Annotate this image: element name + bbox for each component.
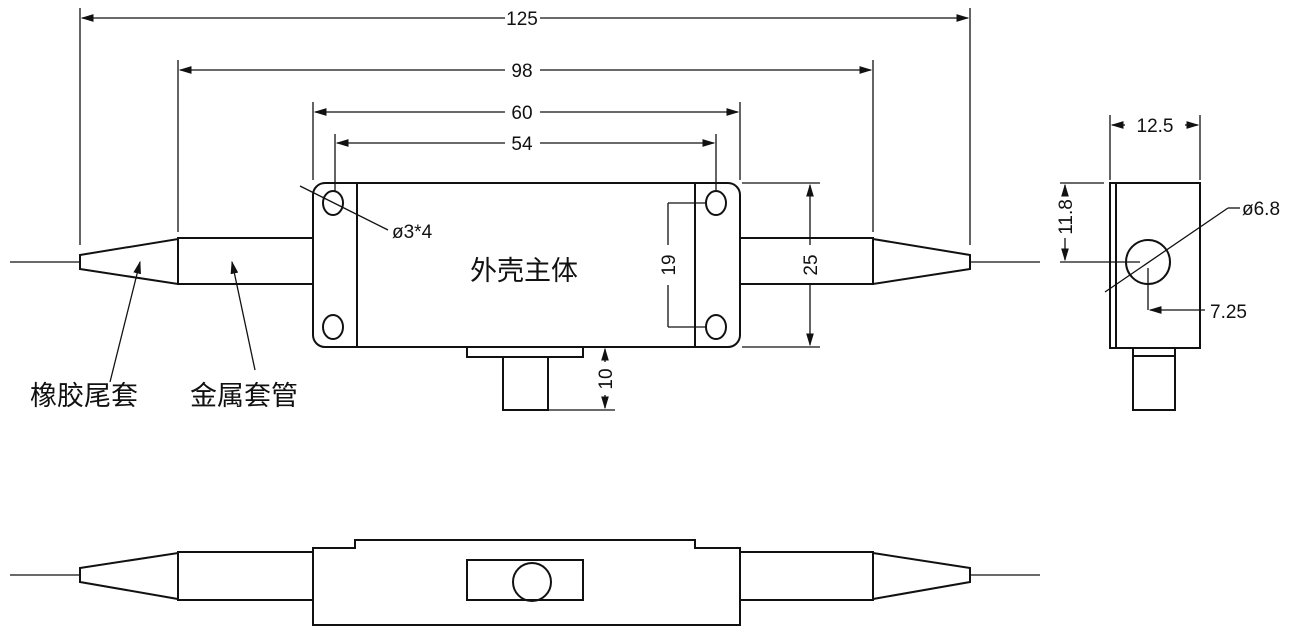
dim-10: 10 <box>596 368 617 389</box>
left-metal-tube <box>177 551 314 601</box>
side-connector <box>1132 347 1176 411</box>
left-rubber-boot <box>79 551 179 601</box>
label-body: 外壳主体 <box>470 256 578 287</box>
left-metal-tube <box>177 237 314 285</box>
dim-125: 125 <box>506 9 538 30</box>
connector-window <box>466 559 584 601</box>
dim-12-5: 12.5 <box>1137 116 1174 137</box>
right-rubber-boot <box>872 551 971 601</box>
mount-hole <box>705 314 727 340</box>
dim-54: 54 <box>511 134 533 155</box>
dim-98: 98 <box>511 61 532 82</box>
connector-port <box>512 562 552 602</box>
label-metal-tube: 金属套管 <box>190 381 298 412</box>
connector <box>502 356 549 411</box>
label-rubber-boot: 橡胶尾套 <box>30 381 138 412</box>
connector-flange <box>466 346 584 358</box>
dim-7-25: 7.25 <box>1210 302 1247 323</box>
mount-hole <box>322 314 344 340</box>
dim-11-8: 11.8 <box>1056 199 1077 235</box>
mount-hole <box>322 190 344 216</box>
bottom-view <box>10 539 1040 626</box>
top-view: 125 98 60 54 19 25 10 ø3*4 外壳主体 橡胶尾套 金属套… <box>10 8 1040 412</box>
right-rubber-boot <box>872 237 971 286</box>
left-rubber-boot <box>79 237 179 286</box>
dim-19: 19 <box>659 254 680 275</box>
dim-60: 60 <box>511 103 532 124</box>
mount-hole <box>705 190 727 216</box>
housing-body <box>312 539 741 626</box>
side-view: 12.5 11.8 ø6.8 7.25 <box>1056 115 1280 411</box>
right-metal-tube <box>739 551 874 601</box>
side-body <box>1109 182 1201 349</box>
dim-25: 25 <box>801 254 822 275</box>
dim-mount-hole: ø3*4 <box>392 222 433 243</box>
dim-6-8: ø6.8 <box>1242 199 1280 220</box>
